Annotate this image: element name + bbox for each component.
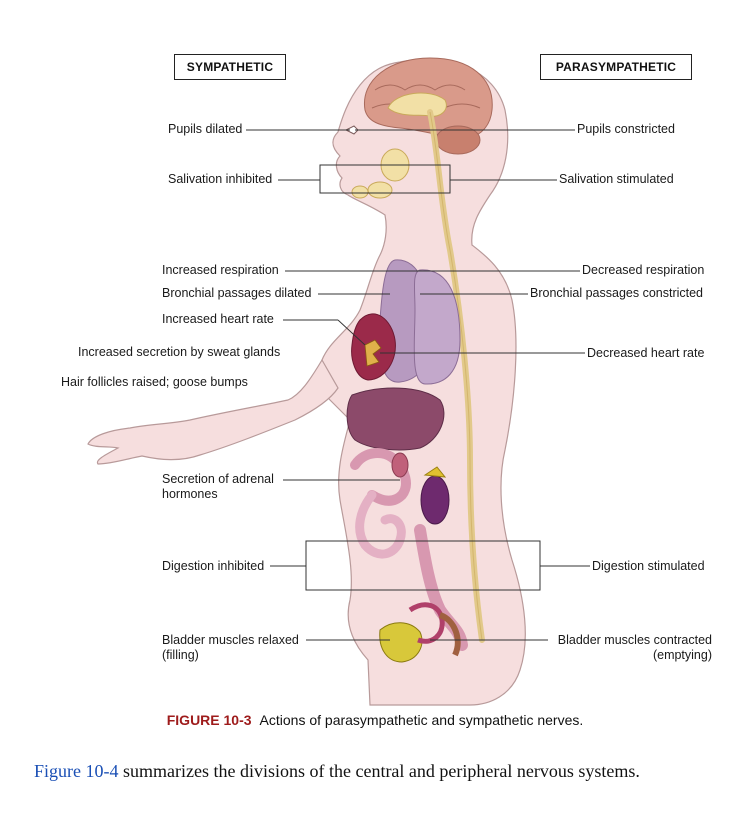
label-increased-respiration: Increased respiration — [162, 263, 279, 277]
stomach — [350, 448, 411, 506]
label-bronchial-constricted: Bronchial passages constricted — [530, 286, 704, 300]
digestion-box — [305, 540, 541, 591]
label-bladder-contracted-line2: (emptying) — [652, 648, 712, 662]
label-pupils-constricted: Pupils constricted — [577, 122, 675, 136]
kidney — [420, 475, 450, 525]
parasympathetic-header: PARASYMPATHETIC — [540, 54, 692, 80]
label-pupils-dilated: Pupils dilated — [168, 122, 243, 136]
salivation-box — [319, 164, 451, 194]
figure-link[interactable]: Figure 10-4 — [34, 761, 119, 781]
figure-number: FIGURE 10-3 — [166, 712, 252, 728]
label-adrenal-line2: hormones — [162, 487, 218, 501]
label-hair-follicles: Hair follicles raised; goose bumps — [61, 375, 248, 389]
label-bladder-relaxed-line1: Bladder muscles relaxed — [162, 633, 299, 647]
caption-text: Actions of parasympathetic and sympathet… — [259, 712, 584, 728]
label-increased-heart-rate: Increased heart rate — [162, 312, 274, 326]
leader-lines-right — [355, 129, 590, 641]
paragraph-text: summarizes the divisions of the central … — [118, 761, 640, 781]
label-sweat-glands: Increased secretion by sweat glands — [78, 345, 281, 359]
leader-lines-left — [246, 129, 410, 641]
figure-caption: FIGURE 10-3 Actions of parasympathetic an… — [0, 712, 750, 728]
bladder — [379, 622, 423, 663]
label-decreased-heart-rate: Decreased heart rate — [587, 346, 705, 360]
label-bladder-contracted-line1: Bladder muscles contracted — [557, 633, 712, 647]
label-digestion-inhibited: Digestion inhibited — [162, 559, 265, 573]
label-salivation-inhibited: Salivation inhibited — [168, 172, 273, 186]
body-paragraph: Figure 10-4 summarizes the divisions of … — [12, 760, 738, 782]
label-digestion-stimulated: Digestion stimulated — [592, 559, 705, 573]
label-bladder-relaxed-line2: (filling) — [162, 648, 199, 662]
liver — [346, 387, 445, 451]
lung-right — [413, 269, 461, 385]
label-salivation-stimulated: Salivation stimulated — [559, 172, 674, 186]
arm — [87, 358, 339, 465]
label-bronchial-dilated: Bronchial passages dilated — [162, 286, 312, 300]
label-adrenal-line1: Secretion of adrenal — [162, 472, 274, 486]
sympathetic-header: SYMPATHETIC — [174, 54, 286, 80]
label-decreased-respiration: Decreased respiration — [582, 263, 705, 277]
